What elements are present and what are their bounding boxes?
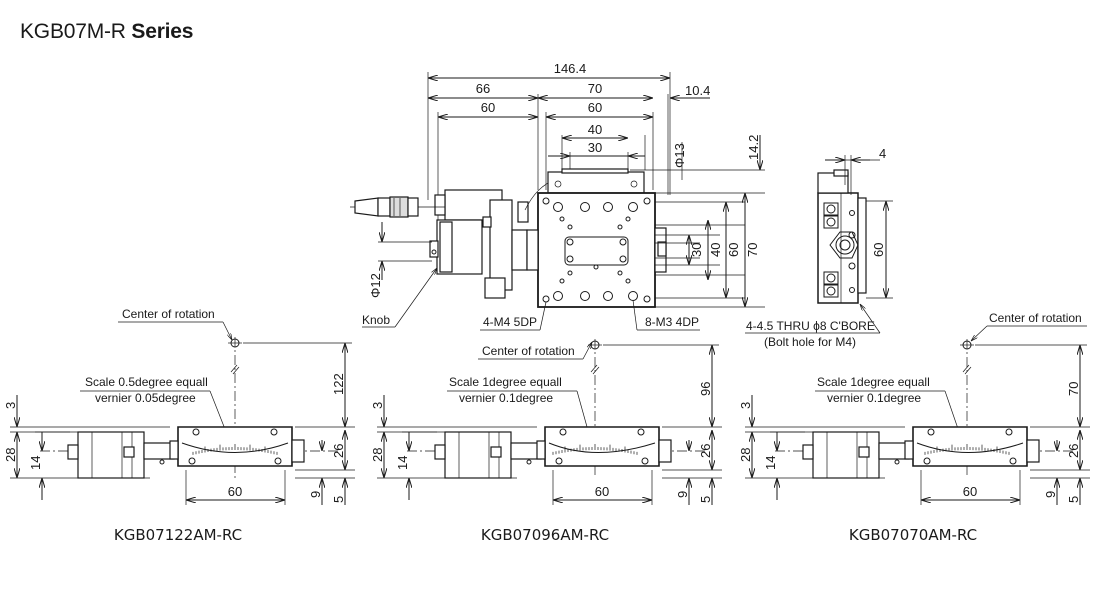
dim-60: 60 bbox=[963, 484, 977, 499]
dim-28: 28 bbox=[738, 448, 753, 462]
dim-radius: 96 bbox=[698, 382, 713, 396]
model-name: KGB07122AM-RC bbox=[114, 526, 242, 544]
title-series-word: Series bbox=[131, 20, 194, 43]
callout-m4: 4-M4 5DP bbox=[483, 315, 537, 329]
scale-label-line1: Scale 1degree equall bbox=[817, 375, 930, 389]
top-view: 146.4 66 70 10.4 60 60 40 30 Φ13 14.2 bbox=[350, 61, 765, 331]
dim-70: 70 bbox=[588, 81, 602, 96]
dim-radius: 70 bbox=[1066, 382, 1081, 396]
scale-label-line2: vernier 0.05degree bbox=[95, 391, 196, 405]
dim-v40: 40 bbox=[708, 243, 723, 257]
dim-radius: 122 bbox=[331, 373, 346, 395]
knob bbox=[67, 444, 79, 460]
title-series-code: KGB07M-R bbox=[20, 20, 126, 43]
dim-60-table: 60 bbox=[588, 100, 602, 115]
dim-9: 9 bbox=[308, 491, 323, 498]
side-view: 4 60 4-4.5 THRU ϕ8 C'BORE (Bolt hole for… bbox=[745, 146, 893, 349]
dim-3: 3 bbox=[3, 402, 18, 409]
dim-26: 26 bbox=[1066, 444, 1081, 458]
page-title: KGB07M-R Series bbox=[20, 20, 193, 44]
center-of-rotation-label: Center of rotation bbox=[989, 311, 1082, 325]
center-of-rotation-label: Center of rotation bbox=[122, 307, 215, 321]
dim-phi12: Φ12 bbox=[368, 273, 383, 298]
variant-kgb07096am-rc: Center of rotation 96 Scale 1degree equall… bbox=[370, 339, 722, 544]
dim-9: 9 bbox=[675, 491, 690, 498]
dim-60: 60 bbox=[228, 484, 242, 499]
dim-28: 28 bbox=[3, 448, 18, 462]
dim-26: 26 bbox=[698, 444, 713, 458]
stage-table bbox=[537, 192, 656, 308]
variant-kgb07122am-rc: Center of rotation 122 Scale 0.5degree equ… bbox=[3, 307, 355, 544]
angle-scale bbox=[552, 444, 638, 455]
dim-30: 30 bbox=[588, 140, 602, 155]
dim-26: 26 bbox=[331, 444, 346, 458]
dim-v70: 70 bbox=[745, 243, 760, 257]
motor-assembly bbox=[350, 182, 549, 299]
dim-5: 5 bbox=[698, 496, 713, 503]
dim-5: 5 bbox=[1066, 496, 1081, 503]
callout-m3: 8-M3 4DP bbox=[645, 315, 699, 329]
angle-scale bbox=[192, 444, 278, 455]
callout-knob: Knob bbox=[362, 313, 390, 327]
dim-28: 28 bbox=[370, 448, 385, 462]
knob bbox=[802, 444, 814, 460]
dim-14: 14 bbox=[28, 456, 43, 470]
dim-10-4: 10.4 bbox=[685, 83, 710, 98]
scale-label-line2: vernier 0.1degree bbox=[827, 391, 921, 405]
center-of-rotation-label: Center of rotation bbox=[482, 344, 575, 358]
dim-v60: 60 bbox=[726, 243, 741, 257]
scale-label-line1: Scale 0.5degree equall bbox=[85, 375, 208, 389]
dim-5: 5 bbox=[331, 496, 346, 503]
side-dim-4: 4 bbox=[879, 146, 886, 161]
dim-60: 60 bbox=[595, 484, 609, 499]
dim-3: 3 bbox=[370, 402, 385, 409]
dim-14: 14 bbox=[395, 456, 410, 470]
dim-66: 66 bbox=[476, 81, 490, 96]
dim-v30: 30 bbox=[689, 243, 704, 257]
model-name: KGB07096AM-RC bbox=[481, 526, 609, 544]
dim-60-motor: 60 bbox=[481, 100, 495, 115]
knob bbox=[434, 444, 446, 460]
dim-14-2: 14.2 bbox=[746, 135, 761, 160]
dim-14: 14 bbox=[763, 456, 778, 470]
scale-label-line1: Scale 1degree equall bbox=[449, 375, 562, 389]
callout-bore-line1: 4-4.5 THRU ϕ8 C'BORE bbox=[746, 319, 875, 333]
model-name: KGB07070AM-RC bbox=[849, 526, 977, 544]
variant-drawings: Center of rotation 122 Scale 0.5degree equ… bbox=[3, 307, 1090, 544]
callout-bore-line2: (Bolt hole for M4) bbox=[764, 335, 856, 349]
dim-9: 9 bbox=[1043, 491, 1058, 498]
dim-3: 3 bbox=[738, 402, 753, 409]
scale-label-line2: vernier 0.1degree bbox=[459, 391, 553, 405]
knob bbox=[429, 240, 439, 258]
dim-phi13: Φ13 bbox=[672, 143, 687, 168]
side-dim-60: 60 bbox=[871, 243, 886, 257]
dim-40: 40 bbox=[588, 122, 602, 137]
dim-overall-width: 146.4 bbox=[554, 61, 587, 76]
variant-kgb07070am-rc: Center of rotation 70 Scale 1degree equall… bbox=[738, 311, 1090, 544]
angle-scale bbox=[924, 444, 1010, 455]
